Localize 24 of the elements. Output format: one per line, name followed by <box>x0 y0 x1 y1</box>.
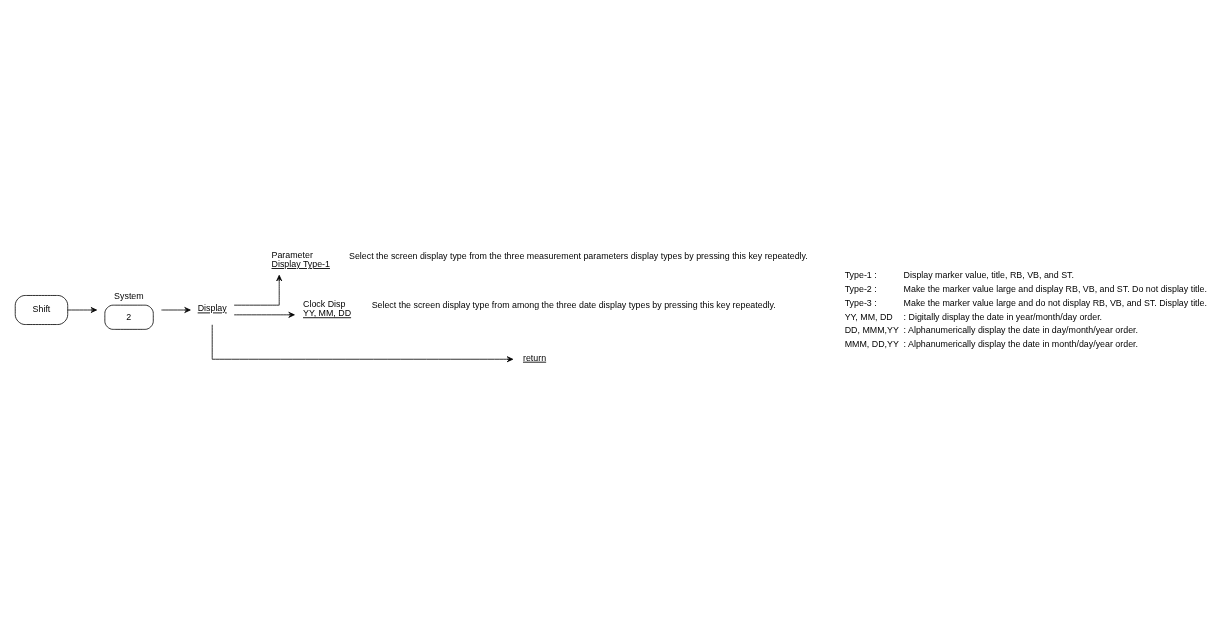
label: : Alphanumerically display the date in month/day/year order. <box>903 338 1139 349</box>
label: Make the marker value large and do not display RB, VB, and ST. Display title. <box>903 297 1207 308</box>
label: DD, MMM,YY <box>844 324 899 335</box>
node-text: return <box>522 352 547 363</box>
label: : Digitally display the date in year/month/day order. <box>903 311 1103 322</box>
arrow <box>161 306 191 313</box>
label: Display marker value, title, RB, VB, and ST. <box>903 269 1074 280</box>
label: MMM, DD,YY <box>844 338 899 349</box>
label: Type-3 : <box>844 297 877 308</box>
node-box: 2 <box>104 304 154 330</box>
label: Make the marker value large and display RB, VB, and ST. Do not display title. <box>903 283 1207 294</box>
arrow <box>233 311 295 318</box>
node-box: Shift <box>14 294 69 325</box>
arrow <box>67 306 97 313</box>
arrow <box>211 323 514 362</box>
node-label: System <box>114 290 144 301</box>
node-text: Clock Disp YY, MM, DD Select the screen display type from among the three date display types by pressing this key repeatedly. <box>303 298 776 318</box>
label: Type-2 : <box>844 283 877 294</box>
node-text: Parameter Display Type-1 Select the screen display type from the three measurement parameters display types by pressing this key repeatedly. <box>271 249 808 269</box>
label: Type-1 : <box>844 269 877 280</box>
label: : Alphanumerically display the date in day/month/year order. <box>903 324 1139 335</box>
label: YY, MM, DD <box>844 311 893 322</box>
node-text: Display <box>197 302 227 313</box>
arrow <box>233 274 283 306</box>
